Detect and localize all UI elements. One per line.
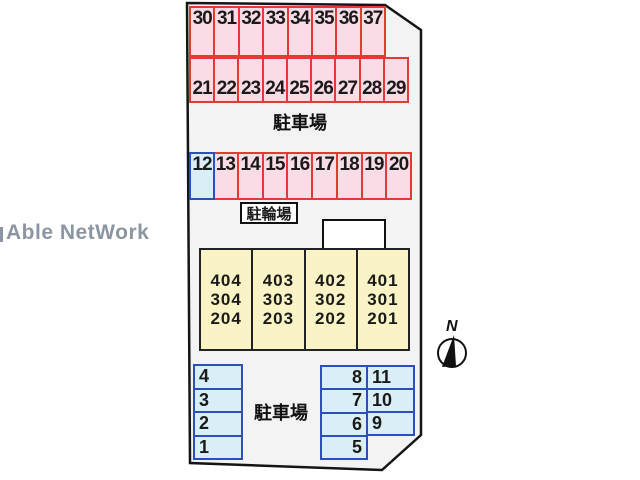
- north-label: N: [446, 318, 458, 335]
- parking-space: 34: [286, 8, 311, 55]
- parking-space: 14: [236, 154, 262, 198]
- parking-space-12-highlighted: 12: [189, 152, 215, 200]
- parking-row-13-20: 13 14 15 16 17 18 19 20: [212, 152, 412, 200]
- unit-number: 303: [262, 290, 295, 309]
- unit-number: 203: [262, 309, 295, 328]
- parking-space: 19: [360, 154, 386, 198]
- parking-space: 6: [322, 411, 366, 435]
- parking-row-30-37: 30 31 32 33 34 35 36 37: [189, 6, 386, 57]
- unit-number: 404: [210, 271, 242, 290]
- parking-space: 15: [261, 154, 287, 198]
- parking-space: 5: [322, 434, 366, 458]
- unit-stack: 403 303 203: [251, 250, 303, 349]
- parking-space: 24: [261, 59, 286, 101]
- unit-number: 302: [314, 290, 347, 309]
- parking-column-9-11: 11 10 9: [366, 365, 415, 436]
- watermark-brand: Able NetWork: [6, 221, 150, 244]
- parking-label-top: 駐車場: [273, 113, 327, 133]
- unit-number: 301: [367, 290, 399, 309]
- parking-column-1-4: 4 3 2 1: [193, 364, 243, 460]
- parking-space: 13: [215, 154, 236, 175]
- bicycle-parking-label: 駐輪場: [240, 202, 298, 224]
- parking-space: 33: [262, 8, 286, 55]
- parking-space: 16: [286, 154, 311, 198]
- parking-space: 18: [335, 154, 361, 198]
- parking-space: 8: [351, 367, 362, 388]
- parking-row-21-29: 21 22 23 24 25 26 27 28 29: [189, 57, 409, 103]
- parking-space: 2: [195, 411, 241, 435]
- parking-space: 23: [237, 59, 261, 101]
- building-entrance: [322, 219, 386, 250]
- parking-space: 7: [322, 388, 366, 411]
- compass-icon: [437, 335, 467, 368]
- parking-space: 36: [335, 8, 359, 55]
- parking-space: 32: [237, 8, 262, 55]
- parking-label-bottom: 駐車場: [254, 403, 308, 423]
- unit-stack: 402 302 202: [303, 250, 356, 349]
- parking-space: 30: [192, 8, 213, 29]
- watermark-mark: [0, 227, 3, 242]
- parking-space: 20: [385, 154, 410, 198]
- parking-space: 1: [195, 434, 241, 459]
- parking-space: 3: [195, 387, 241, 412]
- parking-space: 25: [285, 59, 310, 101]
- parking-space: 27: [334, 59, 358, 101]
- unit-number: 201: [367, 309, 399, 328]
- parking-space: 9: [368, 411, 413, 434]
- unit-number: 403: [262, 271, 295, 290]
- parking-space: 17: [311, 154, 336, 198]
- parking-column-5-8: 8 7 6 5: [320, 365, 368, 460]
- parking-space: 22: [213, 59, 237, 101]
- parking-space: 29: [382, 59, 407, 101]
- unit-number: 304: [210, 290, 242, 309]
- unit-stack: 404 304 204: [201, 250, 251, 349]
- unit-number: 204: [210, 309, 242, 328]
- parking-space: 4: [199, 366, 210, 387]
- unit-number: 402: [314, 271, 347, 290]
- unit-stack: 401 301 201: [355, 250, 408, 349]
- parking-space: 26: [310, 59, 334, 101]
- property-boundary: [185, 1, 423, 472]
- parking-space: 21: [192, 78, 213, 99]
- unit-number: 401: [367, 271, 399, 290]
- parking-space: 37: [359, 8, 384, 55]
- unit-number: 202: [314, 309, 347, 328]
- apartment-building: 404 304 204 403 303 203 402 302 202 401 …: [199, 248, 410, 351]
- parking-space: 35: [310, 8, 335, 55]
- parking-space: 31: [213, 8, 237, 55]
- parking-space: 28: [358, 59, 383, 101]
- parking-space: 11: [372, 367, 392, 387]
- parking-space: 10: [368, 388, 413, 411]
